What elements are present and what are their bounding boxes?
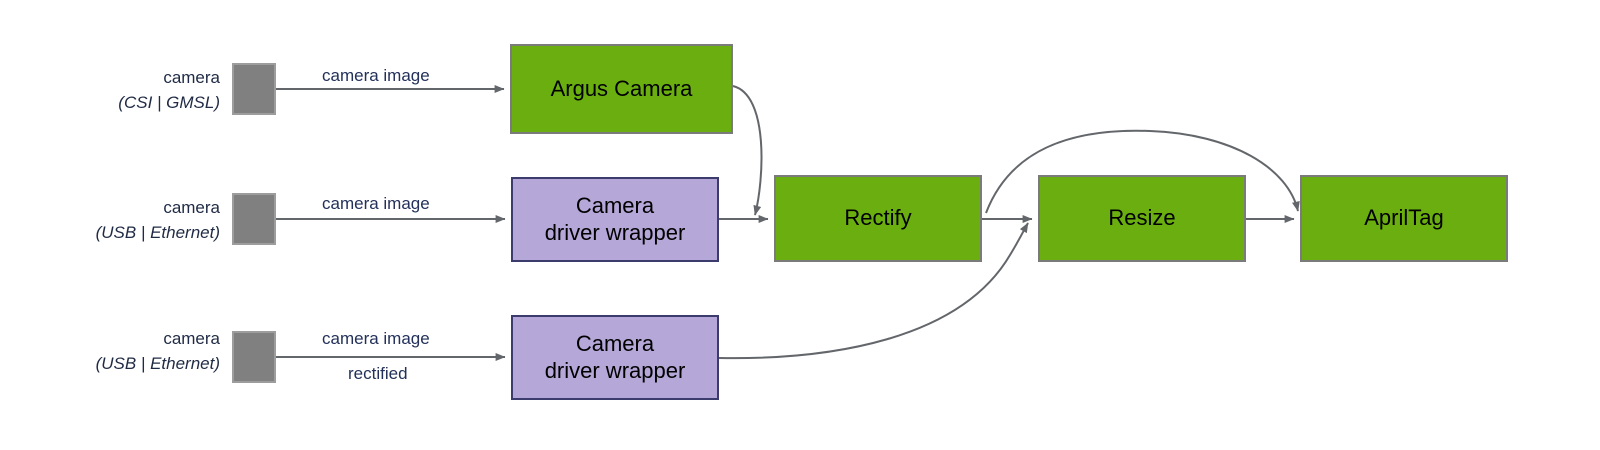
node-apriltag[interactable]: AprilTag (1300, 175, 1508, 262)
source-label-usb-ethernet-2: camera (USB | Ethernet) (40, 327, 220, 376)
source-label-main: camera (163, 329, 220, 348)
node-argus-camera-label: Argus Camera (550, 75, 693, 101)
source-label-sub: (USB | Ethernet) (95, 353, 220, 373)
source-label-main: camera (163, 198, 220, 217)
source-node-usb-ethernet-2[interactable] (232, 331, 276, 383)
node-camera-driver-wrapper-2[interactable]: Camera driver wrapper (511, 315, 719, 400)
source-node-csi-gmsl[interactable] (232, 63, 276, 115)
edge-argus-to-rectify (732, 85, 763, 216)
edge-label-rectified: rectified (348, 364, 408, 383)
source-node-usb-ethernet-1[interactable] (232, 193, 276, 245)
node-resize-label: Resize (1108, 205, 1176, 231)
node-resize[interactable]: Resize (1038, 175, 1246, 262)
node-camera-driver-wrapper-2-label: Camera driver wrapper (544, 330, 686, 383)
node-camera-driver-wrapper-1[interactable]: Camera driver wrapper (511, 177, 719, 262)
edge-label-camera-image-2: camera image (322, 194, 430, 213)
source-label-main: camera (163, 68, 220, 87)
node-rectify-label: Rectify (844, 205, 912, 231)
node-camera-driver-wrapper-1-label: Camera driver wrapper (544, 192, 686, 245)
source-label-usb-ethernet-1: camera (USB | Ethernet) (40, 196, 220, 245)
node-apriltag-label: AprilTag (1364, 205, 1444, 231)
source-label-sub: (USB | Ethernet) (95, 222, 220, 242)
source-label-csi-gmsl: camera (CSI | GMSL) (60, 66, 220, 115)
node-argus-camera[interactable]: Argus Camera (510, 44, 733, 134)
source-label-sub: (CSI | GMSL) (118, 92, 220, 112)
edge-label-camera-image-1: camera image (322, 66, 430, 85)
node-rectify[interactable]: Rectify (774, 175, 982, 262)
edge-label-camera-image-3: camera image (322, 329, 430, 348)
